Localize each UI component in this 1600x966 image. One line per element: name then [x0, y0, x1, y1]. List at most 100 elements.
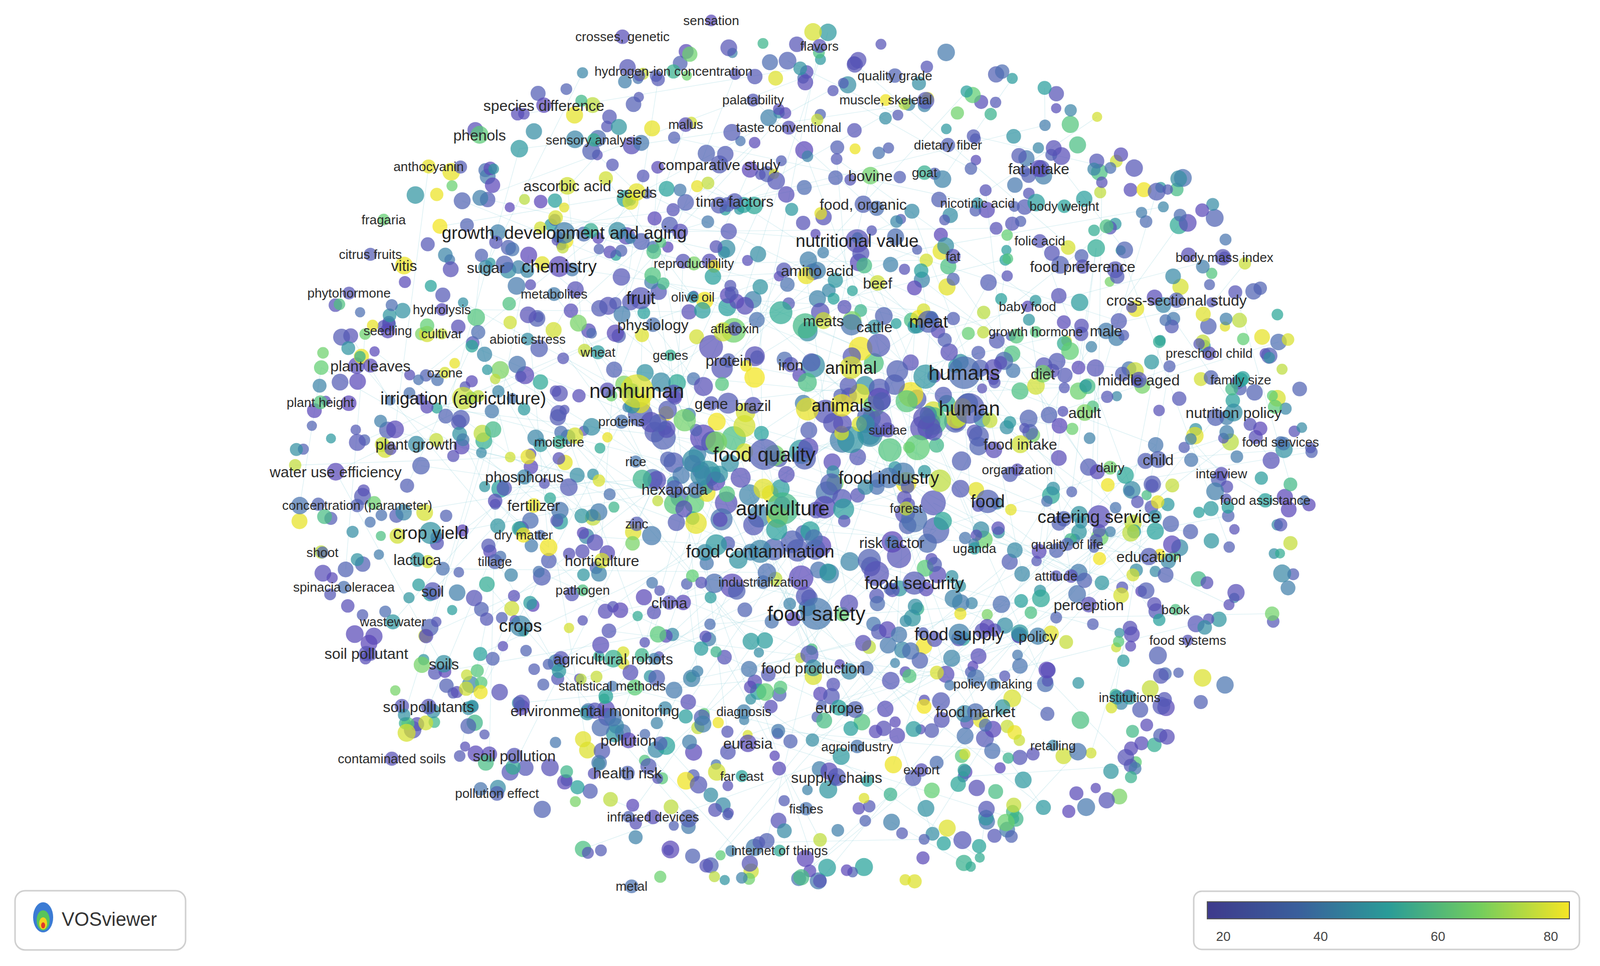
- keyword-circle: [703, 787, 719, 803]
- keyword-circle: [1183, 523, 1199, 539]
- keyword-circle: [1219, 233, 1232, 246]
- keyword-circle: [1159, 728, 1175, 745]
- keyword-circle: [576, 67, 588, 79]
- keyword-circle: [735, 871, 748, 884]
- keyword-circle: [504, 202, 515, 213]
- keyword-circle: [994, 761, 1006, 773]
- link-line: [631, 104, 909, 146]
- keyword-circle: [582, 417, 601, 436]
- keyword-circle: [852, 802, 865, 815]
- link-line: [833, 90, 972, 169]
- keyword-circle: [797, 74, 814, 91]
- keyword-circle: [1145, 478, 1159, 493]
- keyword-circle: [1172, 391, 1187, 406]
- keyword-circle: [520, 449, 536, 465]
- keyword-circle: [1200, 576, 1214, 589]
- keyword-circle: [906, 280, 922, 296]
- keyword-circle: [448, 583, 466, 601]
- keyword-circle: [1203, 501, 1219, 517]
- keyword-circle: [1163, 360, 1176, 373]
- keyword-circle: [1058, 382, 1070, 394]
- keyword-circle: [1051, 417, 1068, 434]
- keyword-circle: [682, 734, 697, 749]
- keyword-circle: [980, 274, 997, 291]
- link-line: [893, 638, 935, 765]
- keyword-circle: [665, 681, 683, 699]
- keyword-circle: [858, 792, 870, 804]
- keyword-circle: [830, 140, 845, 155]
- keyword-circle: [737, 601, 752, 617]
- keyword-circle: [962, 326, 976, 340]
- keyword-circle: [497, 640, 509, 652]
- keyword-circle: [767, 172, 785, 190]
- keyword-circle: [715, 849, 726, 860]
- keyword-circle: [1216, 676, 1234, 694]
- link-line: [858, 262, 965, 373]
- keyword-circle: [1069, 785, 1084, 800]
- keyword-circle: [490, 373, 501, 385]
- keyword-circle: [929, 665, 944, 680]
- keyword-circle: [612, 602, 629, 618]
- keyword-circle: [606, 158, 619, 172]
- keyword-circle: [783, 733, 798, 748]
- keyword-circle: [482, 364, 493, 375]
- keyword-circle: [650, 625, 667, 643]
- keyword-circle: [505, 451, 516, 462]
- keyword-circle: [563, 622, 575, 633]
- keyword-circle: [591, 299, 608, 317]
- keyword-circle: [581, 846, 594, 859]
- keyword-circle: [840, 551, 860, 571]
- keyword-circle: [802, 353, 821, 372]
- keyword-circle: [1184, 452, 1199, 467]
- keyword-circle: [819, 563, 837, 581]
- link-line: [913, 504, 1169, 729]
- keyword-circle: [882, 256, 899, 273]
- keyword-circle: [954, 607, 967, 620]
- link-line: [648, 541, 893, 766]
- keyword-circle: [777, 465, 795, 483]
- keyword-circle: [537, 678, 550, 691]
- keyword-circle: [1062, 804, 1076, 818]
- link-line: [812, 674, 946, 740]
- keyword-circle: [757, 38, 769, 50]
- keyword-circle: [761, 54, 778, 71]
- keyword-circle: [742, 632, 760, 650]
- keyword-circle: [677, 194, 694, 211]
- keyword-circle: [446, 604, 457, 615]
- keyword-circle: [849, 143, 861, 155]
- link-line: [931, 316, 1072, 492]
- keyword-circle: [1230, 449, 1243, 463]
- keyword-circle: [1123, 183, 1138, 197]
- keyword-circle: [882, 142, 894, 154]
- keyword-circle: [913, 406, 936, 429]
- keyword-circle: [772, 761, 786, 775]
- keyword-circle: [639, 636, 651, 648]
- keyword-circle: [549, 409, 566, 426]
- keyword-circle: [827, 85, 839, 97]
- keyword-circle: [420, 237, 435, 252]
- keyword-circle: [460, 717, 476, 734]
- keyword-circle: [306, 420, 317, 431]
- keyword-circle: [701, 176, 715, 190]
- keyword-circle: [1037, 80, 1052, 95]
- keyword-circle: [1276, 363, 1288, 375]
- link-lines: [295, 32, 1312, 881]
- keyword-circle: [1104, 526, 1116, 538]
- keyword-circle: [1266, 390, 1278, 402]
- keyword-circle: [1229, 523, 1240, 535]
- keyword-circle: [413, 374, 424, 385]
- keyword-circle: [964, 162, 978, 176]
- keyword-circle: [704, 591, 717, 604]
- link-line: [563, 358, 720, 474]
- keyword-circle: [957, 763, 971, 777]
- keyword-circle: [1165, 478, 1180, 493]
- keyword-circle: [605, 361, 622, 378]
- keyword-circle: [918, 833, 930, 845]
- link-line: [850, 507, 1116, 729]
- keyword-circle: [960, 85, 973, 98]
- keyword-circle: [793, 61, 808, 76]
- keyword-circle: [424, 279, 437, 292]
- keyword-circle: [800, 421, 818, 439]
- keyword-circle: [779, 276, 795, 292]
- keyword-circle: [357, 484, 370, 497]
